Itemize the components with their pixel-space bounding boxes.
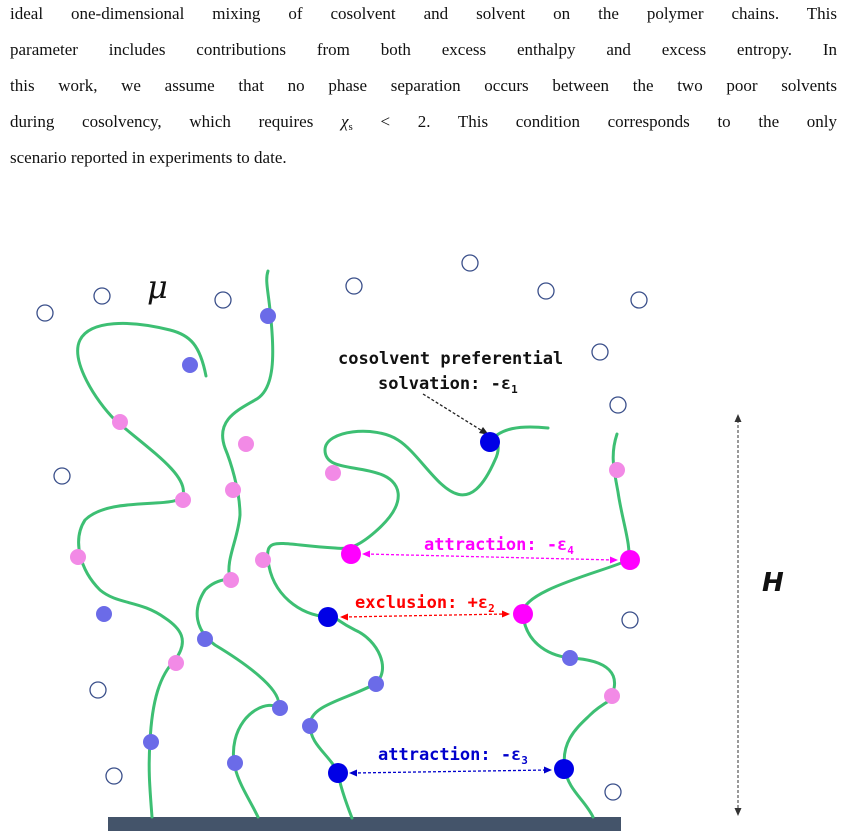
preferential-solvation-bead [480, 432, 500, 452]
pink-bead [225, 482, 241, 498]
height-arrow-bottom [734, 808, 742, 816]
chi-symbol: χ [341, 112, 349, 131]
substrate-bar [108, 817, 621, 831]
chain-2 [195, 269, 281, 819]
solvent-circle [53, 467, 71, 485]
chi-subscript: s [348, 121, 353, 133]
attraction3-arrow-left [349, 769, 357, 777]
pink-bead [604, 688, 620, 704]
paragraph-line-5: scenario reported in experiments to date… [10, 148, 287, 167]
pink-bead [112, 414, 128, 430]
attraction4-left-bead [341, 544, 361, 564]
paragraph-line-1: ideal one-dimensional mixing of cosolven… [10, 4, 837, 23]
height-arrow-top [734, 414, 742, 422]
solvation-arrow-line [422, 393, 485, 433]
exclusion2-label: exclusion: +ε2 [355, 593, 495, 615]
attraction4-right-bead [620, 550, 640, 570]
cosolvent-bead [260, 308, 276, 324]
solvent-circle [345, 277, 363, 295]
exclusion2-right-bead [513, 604, 533, 624]
chain-1 [76, 322, 208, 819]
solvent-circle [93, 287, 111, 305]
pink-bead [223, 572, 239, 588]
pink-bead [168, 655, 184, 671]
exclusion2-arrow-line [343, 613, 507, 618]
cosolvent-bead [96, 606, 112, 622]
interaction-arrows [340, 393, 742, 816]
solvation-label-line1: cosolvent preferential [338, 349, 563, 369]
pink-bead [325, 465, 341, 481]
solvent-circle [89, 681, 107, 699]
pink-bead [238, 436, 254, 452]
attraction3-arrow-line [352, 769, 549, 774]
attraction4-label: attraction: -ε4 [424, 535, 574, 557]
solvent-circle [105, 767, 123, 785]
solvent-circle [36, 304, 54, 322]
solvent-circle [630, 291, 648, 309]
chemical-potential-label: μ [147, 268, 168, 306]
solvent-circle [461, 254, 479, 272]
cosolvent-bead [182, 357, 198, 373]
cosolvent-bead [368, 676, 384, 692]
solvent-circle [621, 611, 639, 629]
cosolvent-bead [272, 700, 288, 716]
chain-4 [521, 432, 631, 819]
exclusion2-arrow-left [340, 613, 348, 621]
solvent-circle [214, 291, 232, 309]
cosolvent-bead [562, 650, 578, 666]
attraction4-arrow-right [610, 556, 618, 564]
pink-bead [70, 549, 86, 565]
attraction3-label: attraction: -ε3 [378, 745, 528, 767]
brush-height-label: H [762, 568, 784, 598]
line4-pre: during cosolvency, which requires [10, 112, 314, 131]
pink-bead [175, 492, 191, 508]
solvent-circle [609, 396, 627, 414]
pink-bead [609, 462, 625, 478]
attraction4-arrow-left [362, 550, 370, 558]
cosolvent-bead [227, 755, 243, 771]
cosolvent-bead [302, 718, 318, 734]
attraction3-arrow-right [544, 766, 552, 774]
attraction3-left-bead [328, 763, 348, 783]
solvent-circle [537, 282, 555, 300]
paragraph-line-4: during cosolvency, which requires χs < 2… [10, 112, 837, 133]
paragraph-line-3: this work, we assume that no phase separ… [10, 76, 837, 95]
solvation-label-line2: solvation: -ε1 [378, 374, 518, 396]
line4-post: < 2. This condition corresponds to the o… [380, 112, 838, 131]
attraction3-right-bead [554, 759, 574, 779]
solvent-molecules [36, 254, 648, 801]
exclusion2-arrow-right [502, 610, 510, 618]
paragraph-line-2: parameter includes contributions from bo… [10, 40, 837, 59]
pink-bead [255, 552, 271, 568]
attraction4-arrow-line [365, 553, 615, 561]
solvent-circle [604, 783, 622, 801]
bound-cosolvent-beads [96, 308, 578, 771]
cosolvent-bead [143, 734, 159, 750]
cosolvent-bead [197, 631, 213, 647]
exclusion2-left-bead [318, 607, 338, 627]
bound-pink-beads [70, 414, 625, 704]
solvent-circle [591, 343, 609, 361]
